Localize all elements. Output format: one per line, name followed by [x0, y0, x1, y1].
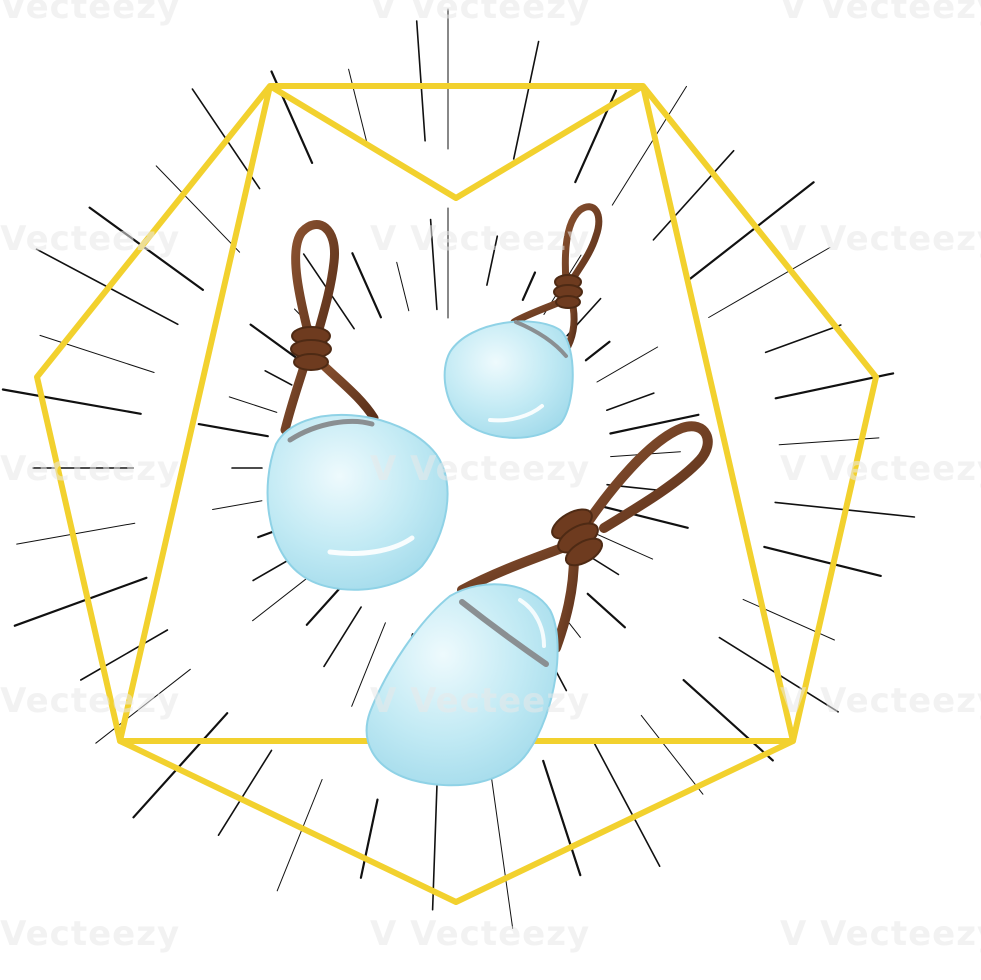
burst-ray: [39, 334, 155, 373]
burst-ray: [217, 749, 273, 837]
burst-ray: [305, 586, 342, 626]
watermark-text: V Vecteezy: [370, 449, 590, 489]
burst-ray: [323, 606, 362, 668]
burst-ray: [489, 769, 514, 929]
burst-ray: [512, 40, 540, 160]
burst-ray: [88, 206, 204, 291]
burst-ray: [708, 247, 831, 318]
watermark-text: V Vecteezy: [0, 449, 180, 489]
burst-ray: [593, 741, 661, 868]
watermark-text: V Vecteezy: [0, 914, 180, 954]
burst-ray: [611, 85, 687, 206]
burst-ray: [542, 759, 582, 877]
frame-inner-chevron: [268, 83, 645, 201]
crystal-large-wire: [459, 599, 549, 667]
burst-ray: [521, 271, 537, 301]
burst-ray: [599, 504, 689, 529]
burst-ray: [396, 261, 410, 312]
crystal-pendant-small: [443, 203, 603, 439]
burst-ray: [605, 392, 655, 412]
burst-ray: [264, 369, 293, 386]
watermark-text: V Vecteezy: [0, 219, 180, 259]
burst-ray: [609, 413, 700, 435]
burst-ray: [586, 592, 627, 629]
burst-ray: [588, 530, 654, 560]
burst-ray: [584, 340, 611, 362]
crystal-large-highlight: [518, 598, 546, 648]
burst-ray: [596, 346, 659, 383]
burst-ray: [276, 779, 323, 892]
burst-ray: [212, 500, 263, 510]
cord-knot-large: [551, 508, 604, 567]
frame-outer-heptagon: [34, 83, 879, 905]
burst-ray: [132, 712, 229, 819]
watermark-text: V Vecteezy: [780, 914, 981, 954]
burst-ray: [359, 798, 379, 879]
cord-knot-left: [290, 326, 332, 371]
cord-knot-small: [553, 274, 583, 309]
burst-ray: [228, 396, 278, 413]
burst-ray: [155, 165, 241, 253]
crystal-small-highlight: [488, 404, 544, 423]
burst-ray: [764, 324, 842, 354]
crystal-left-highlight: [327, 535, 415, 556]
burst-ray: [431, 768, 439, 911]
burst-ray: [351, 252, 382, 319]
watermark-text: V Vecteezy: [780, 449, 981, 489]
burst-ray: [652, 149, 735, 241]
watermark-text: V Vecteezy: [780, 0, 981, 27]
watermark-text: V Vecteezy: [780, 219, 981, 259]
burst-ray: [348, 68, 369, 148]
burst-ray: [197, 423, 269, 438]
burst-ray: [95, 668, 191, 744]
crystal-left: [266, 413, 449, 591]
watermark-text: V Vecteezy: [370, 914, 590, 954]
burst-ray: [80, 629, 169, 681]
burst-ray: [415, 20, 426, 142]
burst-ray: [351, 622, 386, 707]
crystal-large: [365, 583, 559, 787]
watermark-text: V Vecteezy: [0, 681, 180, 721]
leather-cord-left: [280, 220, 379, 435]
watermark-text: V Vecteezy: [370, 681, 590, 721]
vecteezy-watermark-layer: V Vecteezy V Vecteezy V Vecteezy V Vecteezy…: [0, 0, 981, 954]
burst-ray: [640, 714, 704, 795]
crystal-left-wire: [287, 418, 375, 443]
watermark-text: V Vecteezy: [780, 681, 981, 721]
burst-ray: [1, 388, 142, 415]
burst-ray: [763, 545, 882, 578]
burst-ray: [682, 678, 774, 762]
burst-ray: [429, 218, 438, 311]
watermark-text: V Vecteezy: [370, 219, 590, 259]
burst-ray: [486, 235, 499, 286]
crystal-pendant-left: [266, 220, 449, 591]
burst-ray: [13, 576, 148, 627]
burst-ray: [686, 181, 815, 282]
watermark-text: V Vecteezy: [0, 0, 180, 27]
crystal-small-wire: [514, 320, 568, 358]
watermark-text: V Vecteezy: [370, 0, 590, 27]
crystal-pendant-large: [365, 421, 713, 787]
